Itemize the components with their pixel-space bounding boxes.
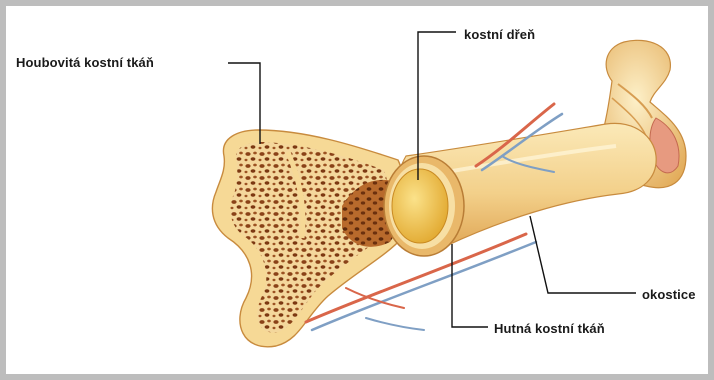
diagram-frame: Houbovitá kostní tkáň kostní dřeň okosti… xyxy=(6,6,708,374)
bone-distal-end xyxy=(212,130,405,347)
label-compact-bone: Hutná kostní tkáň xyxy=(494,321,605,336)
leader-periost xyxy=(530,216,636,293)
label-spongy-bone: Houbovitá kostní tkáň xyxy=(16,55,154,70)
cross-section xyxy=(384,156,464,256)
label-bone-marrow: kostní dřeň xyxy=(464,27,535,42)
label-periosteum: okostice xyxy=(642,287,696,302)
